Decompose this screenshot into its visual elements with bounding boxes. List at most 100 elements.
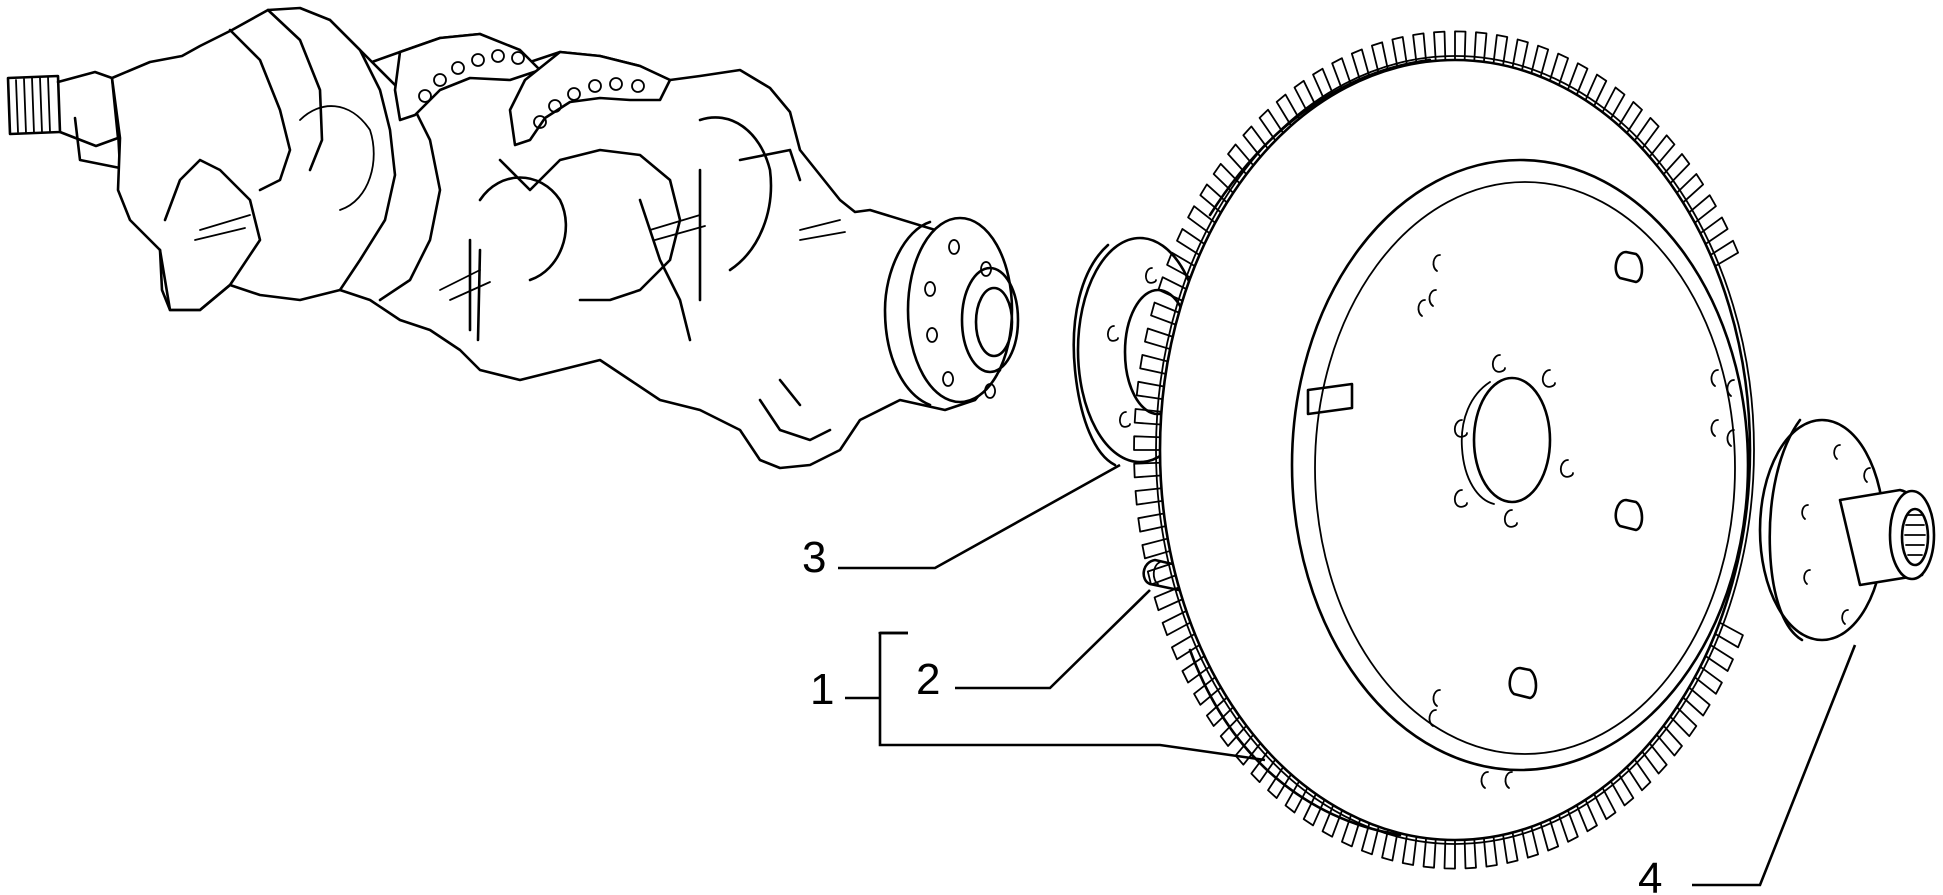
gear-tooth xyxy=(1675,173,1705,204)
gear-tooth xyxy=(1566,62,1589,96)
gear-tooth xyxy=(1146,562,1177,586)
flywheel-rim-holes xyxy=(1417,254,1735,789)
gear-tooth xyxy=(1648,134,1676,167)
gear-tooth xyxy=(1688,194,1717,224)
callout-4: 4 xyxy=(1638,854,1662,895)
gear-tooth xyxy=(1312,67,1335,102)
gear-tooth xyxy=(1633,117,1660,150)
flywheel-studs xyxy=(1508,250,1644,700)
gear-tooth xyxy=(1275,93,1301,127)
gear-tooth xyxy=(1641,742,1668,775)
crankshaft-threaded-end xyxy=(6,70,122,170)
gear-tooth xyxy=(1161,610,1192,637)
gear-tooth xyxy=(1153,586,1184,612)
gear-tooth xyxy=(1135,380,1165,400)
gear-tooth xyxy=(1331,57,1352,91)
crankshaft-rear-flange xyxy=(883,216,1020,407)
crank-web-3 xyxy=(439,148,682,342)
gear-tooth xyxy=(1284,780,1309,814)
gear-tooth xyxy=(1381,828,1399,862)
gear-tooth xyxy=(1548,52,1569,86)
flange-hub xyxy=(1758,418,1936,642)
gear-tooth xyxy=(1601,86,1626,120)
crankshaft xyxy=(6,6,1020,470)
gear-tooth xyxy=(1321,804,1344,838)
gear-tooth xyxy=(1176,228,1206,256)
gear-tooth xyxy=(1530,44,1550,78)
ring-gear-teeth xyxy=(1133,30,1755,870)
gear-tooth xyxy=(1141,537,1171,560)
gear-tooth xyxy=(1443,838,1456,870)
counterweight-2-holes xyxy=(533,77,645,129)
gear-tooth xyxy=(1709,239,1739,268)
gear-tooth xyxy=(1539,818,1560,852)
gear-tooth xyxy=(1350,48,1371,82)
gear-tooth xyxy=(1662,153,1691,185)
flywheel-inner-face xyxy=(1290,158,1750,772)
counterweight-1-holes xyxy=(418,49,525,103)
crankshaft-flange-bolt-holes xyxy=(924,239,996,399)
gear-tooth xyxy=(1473,31,1488,63)
crank-web-4 xyxy=(638,116,846,442)
gear-tooth xyxy=(1669,706,1698,738)
gear-tooth xyxy=(1617,101,1643,134)
flywheel-ring-gear xyxy=(1133,30,1755,870)
gear-tooth xyxy=(1433,30,1447,62)
gear-tooth xyxy=(1199,183,1228,214)
gear-tooth xyxy=(1454,30,1467,62)
gear-tooth xyxy=(1242,125,1269,158)
flywheel-hub-bolt-holes xyxy=(1453,354,1574,528)
gear-tooth xyxy=(1584,73,1608,107)
gear-tooth xyxy=(1502,831,1519,864)
gear-tooth xyxy=(1412,32,1427,65)
gear-tooth xyxy=(1492,34,1509,67)
gear-tooth xyxy=(1401,833,1418,866)
leader-4 xyxy=(1692,644,1857,887)
flywheel-outer-rim xyxy=(1158,58,1752,842)
gear-tooth xyxy=(1341,814,1362,848)
flange-hub-bolt-holes xyxy=(1801,444,1871,625)
gear-tooth xyxy=(1371,41,1389,75)
gear-tooth xyxy=(1166,251,1196,279)
gear-tooth xyxy=(1693,665,1723,695)
gear-tooth xyxy=(1609,773,1635,807)
gear-tooth xyxy=(1258,108,1285,142)
callout-2: 2 xyxy=(916,655,940,704)
gear-tooth xyxy=(1137,512,1167,533)
gear-tooth xyxy=(1227,143,1255,176)
gear-tooth xyxy=(1704,644,1734,672)
leader-2 xyxy=(955,589,1151,690)
gear-tooth xyxy=(1593,786,1617,821)
flywheel-center-hole xyxy=(1472,376,1552,504)
gear-tooth xyxy=(1391,36,1408,69)
flywheel-rim-notch xyxy=(1306,382,1354,416)
gear-tooth xyxy=(1714,621,1744,649)
callout-numbers: 3 2 1 4 xyxy=(802,533,1662,895)
gear-tooth xyxy=(1521,825,1539,859)
gear-tooth xyxy=(1575,798,1598,833)
gear-tooth xyxy=(1133,461,1162,479)
callout-3: 3 xyxy=(802,533,826,582)
gear-tooth xyxy=(1699,216,1729,245)
gear-tooth xyxy=(1133,435,1162,451)
gear-tooth xyxy=(1463,838,1477,870)
gear-tooth xyxy=(1483,835,1498,868)
gear-tooth xyxy=(1422,837,1437,869)
gear-tooth xyxy=(1558,809,1579,843)
counterweight-1 xyxy=(393,32,672,147)
gear-tooth xyxy=(1134,487,1164,506)
gear-root-circle xyxy=(1155,55,1755,845)
crank-web-1 xyxy=(158,8,324,312)
gear-tooth xyxy=(1157,276,1188,302)
gear-tooth xyxy=(1293,79,1317,114)
callout-1: 1 xyxy=(810,665,834,714)
leader-3 xyxy=(838,463,1121,570)
gear-tooth xyxy=(1360,822,1380,856)
gear-tooth xyxy=(1144,327,1174,350)
gear-tooth xyxy=(1133,408,1163,426)
gear-tooth xyxy=(1682,686,1711,717)
gear-tooth xyxy=(1511,38,1529,72)
gear-tooth xyxy=(1171,632,1201,661)
gear-tooth xyxy=(1212,162,1241,194)
